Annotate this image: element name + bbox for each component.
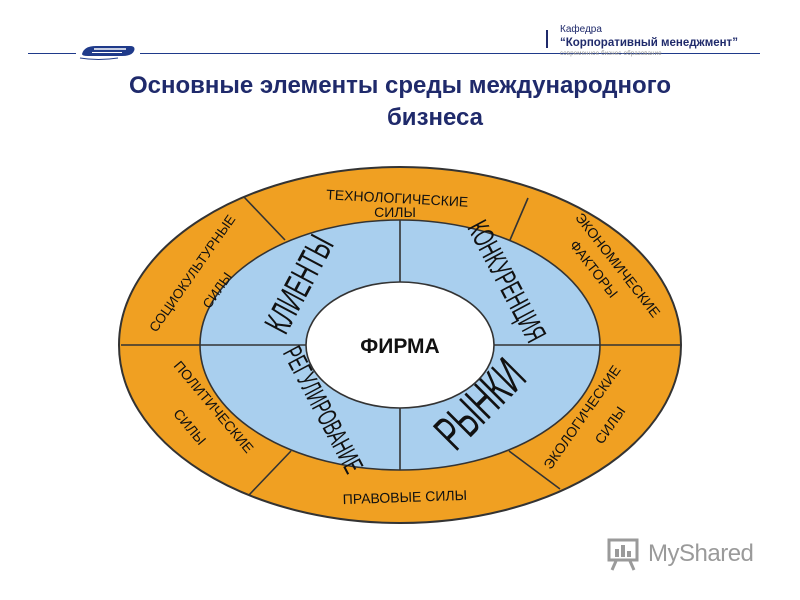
header-divider	[546, 30, 548, 48]
page-title: Основные элементы среды международного б…	[60, 70, 740, 134]
center-label: ФИРМА	[360, 335, 439, 358]
outer-ring-dividers	[121, 196, 680, 496]
page-title-line1: Основные элементы среды международного	[128, 72, 672, 99]
university-logo-icon	[79, 46, 135, 60]
watermark-text: MyShared	[648, 540, 754, 567]
department-subtitle: современное бизнес-образование	[560, 51, 662, 57]
department-block: Кафедра “Корпоративный менеджмент” совре…	[560, 24, 738, 58]
watermark: MyShared	[606, 537, 766, 573]
outer-label-legal: ПРАВОВЫЕ СИЛЫ	[342, 487, 467, 507]
outer-label-technology-1: ТЕХНОЛОГИЧЕСКИЕ	[326, 186, 469, 209]
center-circle	[305, 281, 495, 409]
presentation-icon	[607, 538, 639, 571]
header-rule-left	[28, 53, 76, 54]
outer-label-technology-2: СИЛЫ	[374, 204, 416, 220]
department-label: Кафедра	[560, 24, 602, 35]
header-rule-right	[140, 53, 760, 54]
page-title-line2: бизнеса	[386, 104, 484, 131]
department-name: “Корпоративный менеджмент”	[560, 37, 738, 49]
